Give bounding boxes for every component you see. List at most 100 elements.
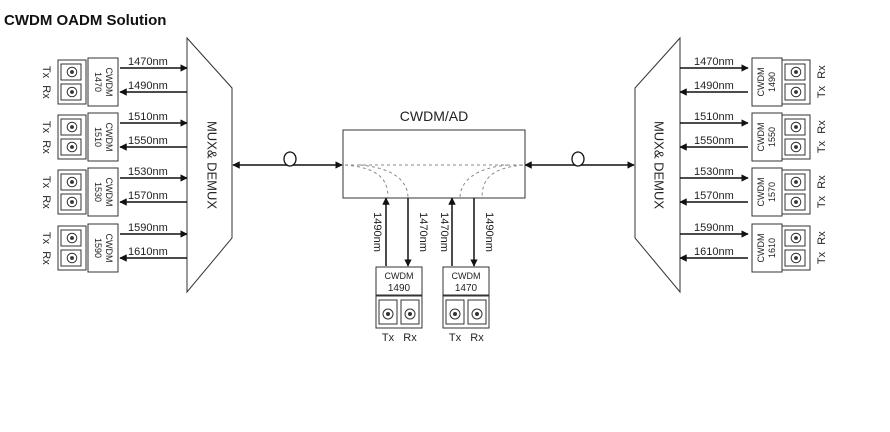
drop-module-0-prefix: CWDM — [385, 271, 414, 281]
right-module-0-label-bottom: Tx — [816, 85, 828, 98]
cwdm-ad-label: CWDM/AD — [400, 108, 468, 124]
left-module-2-wavelength: 1530 — [93, 182, 103, 202]
left-module-0-label-bottom: Rx — [40, 85, 52, 99]
add-path-1 — [359, 164, 409, 199]
drop-module-1-port-0-core — [453, 312, 457, 316]
diagram-title: CWDM OADM Solution — [4, 12, 167, 29]
drop-module-0-rx-label: Rx — [403, 332, 417, 344]
right-mux-demux — [634, 36, 681, 294]
right-label-tx-0: 1470nm — [694, 56, 734, 68]
left-module-1-name: CWDM1510 — [93, 123, 114, 152]
right-label-tx-1: 1510nm — [694, 111, 734, 123]
drop-path-1 — [344, 164, 389, 199]
right-module-3-port-a-core — [794, 236, 798, 240]
left-module-3-prefix: CWDM — [104, 234, 114, 263]
right-module-1-wavelength: 1550 — [767, 127, 777, 147]
right-module-1-port-a-core — [794, 125, 798, 129]
right-module-0-label-box — [751, 57, 783, 107]
right-label-rx-3: 1610nm — [694, 246, 734, 258]
drop-module-0-label-box — [375, 266, 423, 296]
drop-module-1-down-label: 1490nm — [483, 212, 495, 252]
right-module-1-label-box — [751, 112, 783, 162]
left-module-1-prefix: CWDM — [104, 123, 114, 152]
drop-module-0-up-label: 1490nm — [371, 212, 383, 252]
right-module-0-label-top: Rx — [816, 65, 828, 79]
drop-module-1-up-label: 1470nm — [438, 212, 450, 252]
left-label-tx-3: 1590nm — [128, 222, 168, 234]
right-module-1-port-b-core — [794, 145, 798, 149]
right-module-2-prefix: CWDM — [756, 178, 766, 207]
right-module-1-prefix: CWDM — [756, 123, 766, 152]
right-label-tx-2: 1530nm — [694, 166, 734, 178]
left-module-3-label-bottom: Rx — [40, 251, 52, 265]
left-fiber-loop — [283, 151, 297, 167]
cwdm-ad-box — [342, 129, 526, 199]
right-module-0-name: CWDM1490 — [756, 68, 777, 97]
left-mux-demux — [186, 36, 233, 294]
right-module-3-label-box — [751, 223, 783, 273]
right-module-1-name: CWDM1550 — [756, 123, 777, 152]
left-module-0-label-top: Tx — [40, 66, 52, 79]
right-mux-label: MUX& DEMUX — [652, 121, 667, 209]
right-module-1-label-top: Rx — [816, 120, 828, 134]
left-module-2-port-a-core — [70, 180, 74, 184]
drop-module-1-tx-label: Tx — [449, 332, 462, 344]
left-module-0-wavelength: 1470 — [93, 72, 103, 92]
right-module-2-port-a-core — [794, 180, 798, 184]
right-module-0-prefix: CWDM — [756, 68, 766, 97]
right-module-2-label-top: Rx — [816, 175, 828, 189]
drop-module-1-label-box — [442, 266, 490, 296]
left-module-2-port-b-core — [70, 200, 74, 204]
left-module-2-label-box — [87, 167, 119, 217]
left-mux-label: MUX& DEMUX — [205, 121, 220, 209]
right-label-tx-3: 1590nm — [694, 222, 734, 234]
right-module-3-port-b-core — [794, 256, 798, 260]
left-module-1-label-box — [87, 112, 119, 162]
drop-module-0-port-0-core — [386, 312, 390, 316]
right-module-0-port-b-core — [794, 90, 798, 94]
left-module-3-wavelength: 1590 — [93, 238, 103, 258]
right-module-3-wavelength: 1610 — [767, 238, 777, 258]
drop-module-0-port-1-core — [408, 312, 412, 316]
add-path-2 — [481, 164, 524, 199]
right-label-rx-1: 1550nm — [694, 135, 734, 147]
drop-module-1-wavelength: 1470 — [455, 283, 478, 294]
drop-path-2 — [459, 164, 509, 199]
left-module-2-label-top: Tx — [40, 176, 52, 189]
left-module-2-name: CWDM1530 — [93, 178, 114, 207]
left-module-3-port-a-core — [70, 236, 74, 240]
left-module-2-prefix: CWDM — [104, 178, 114, 207]
drop-module-1-prefix: CWDM — [452, 271, 481, 281]
right-module-3-label-bottom: Tx — [816, 251, 828, 264]
left-label-tx-0: 1470nm — [128, 56, 168, 68]
left-label-tx-1: 1510nm — [128, 111, 168, 123]
left-module-1-port-b-core — [70, 145, 74, 149]
left-label-rx-3: 1610nm — [128, 246, 168, 258]
left-label-rx-1: 1550nm — [128, 135, 168, 147]
left-label-rx-2: 1570nm — [128, 190, 168, 202]
right-module-0-port-a-core — [794, 70, 798, 74]
left-module-0-name: CWDM1470 — [93, 68, 114, 97]
right-fiber-loop — [571, 151, 585, 167]
right-module-1-label-bottom: Tx — [816, 140, 828, 153]
right-module-2-label-bottom: Tx — [816, 195, 828, 208]
left-module-2-label-bottom: Rx — [40, 195, 52, 209]
right-module-3-name: CWDM1610 — [756, 234, 777, 263]
drop-module-0-wavelength: 1490 — [388, 283, 411, 294]
right-module-2-label-box — [751, 167, 783, 217]
right-module-3-prefix: CWDM — [756, 234, 766, 263]
drop-module-1-port-1-core — [475, 312, 479, 316]
right-module-2-wavelength: 1570 — [767, 182, 777, 202]
left-module-0-port-b-core — [70, 90, 74, 94]
right-label-rx-2: 1570nm — [694, 190, 734, 202]
